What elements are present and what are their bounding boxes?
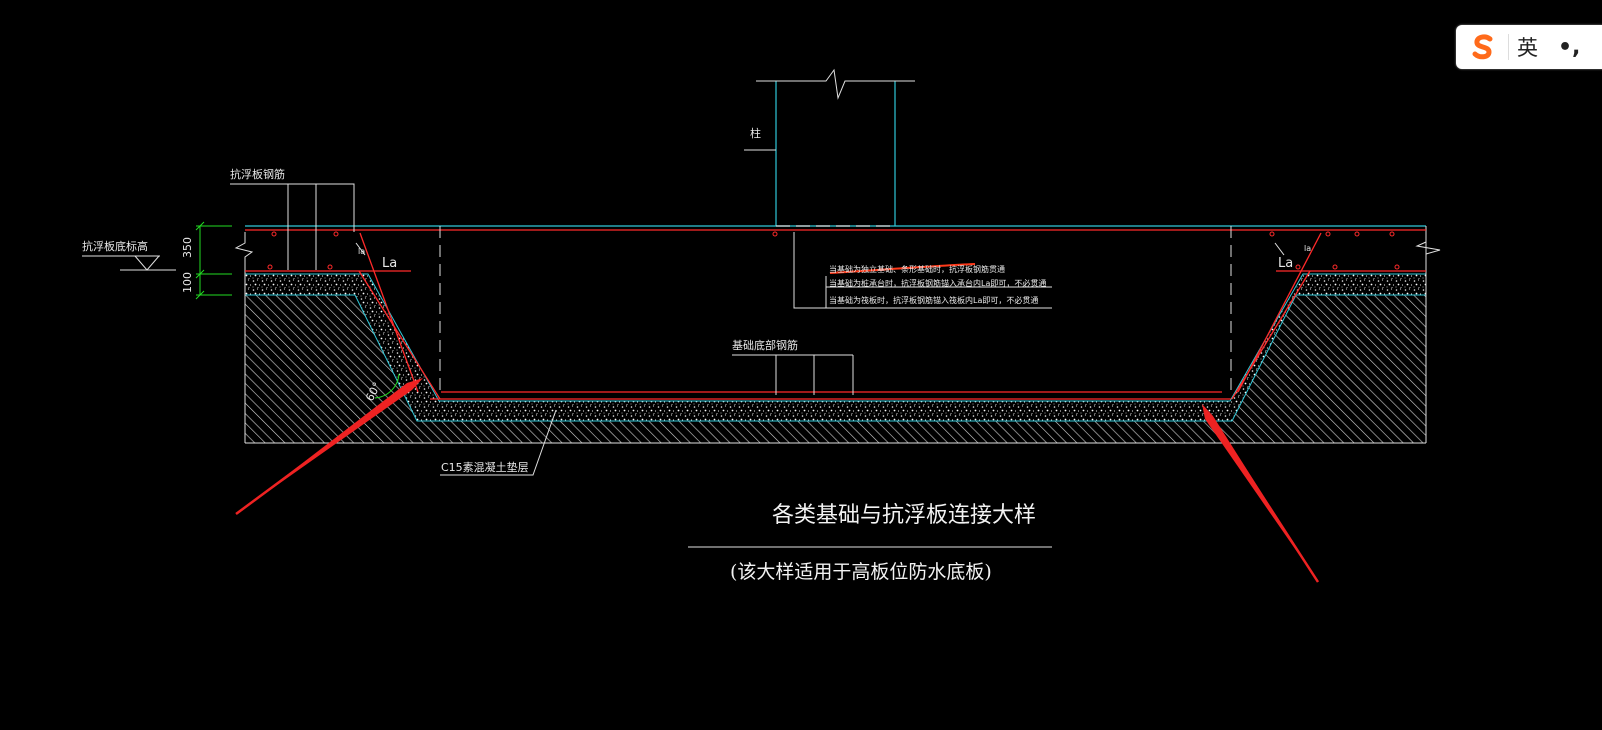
note-line-1: 当基础为独立基础、条形基础时，抗浮板钢筋贯通: [829, 264, 1005, 274]
la-tick-left: la: [358, 247, 365, 256]
label-c15-layer: C15素混凝土垫层: [441, 460, 529, 474]
annotation-arrows: [235, 378, 1320, 583]
label-la-left: La: [382, 256, 397, 271]
dimension-marks: [195, 221, 232, 300]
column-outline: [744, 68, 915, 227]
foundation-dashed-edges: [439, 226, 1232, 395]
angle-arc: [374, 373, 400, 399]
label-slab-bottom-elev: 抗浮板底标高: [82, 239, 148, 253]
label-rebar-top: 抗浮板钢筋: [230, 167, 285, 181]
dim-350: 350: [181, 237, 194, 258]
label-column: 柱: [750, 126, 761, 140]
rebar-dots: [267, 231, 1400, 270]
sogou-s-icon[interactable]: [1466, 30, 1500, 64]
dim-100: 100: [181, 272, 194, 293]
ime-language-toggle[interactable]: 英: [1517, 36, 1538, 60]
label-la-right: La: [1278, 256, 1293, 271]
drawing-subtitle: (该大样适用于高板位防水底板): [730, 561, 992, 583]
label-foundation-rebar: 基础底部钢筋: [732, 338, 798, 352]
note-highlight-mark: [829, 263, 976, 274]
note-line-2: 当基础为桩承台时，抗浮板钢筋锚入承台内La即可，不必贯通: [829, 278, 1046, 288]
leader-lines: [230, 183, 1285, 476]
ime-toolbar[interactable]: 英 •,: [1456, 25, 1602, 69]
drawing-title: 各类基础与抗浮板连接大样: [772, 503, 1036, 528]
rebar-lines: [245, 229, 1426, 400]
la-tick-right: la: [1304, 244, 1311, 253]
elevation-symbol: [82, 255, 176, 271]
earth-hatch: [245, 295, 1426, 443]
c15-blinding-layer: [245, 273, 1426, 422]
note-line-3: 当基础为筏板时，抗浮板钢筋锚入筏板内La即可，不必贯通: [829, 295, 1038, 305]
ime-separator: [1508, 34, 1509, 60]
ime-punctuation-toggle[interactable]: •,: [1558, 34, 1581, 60]
